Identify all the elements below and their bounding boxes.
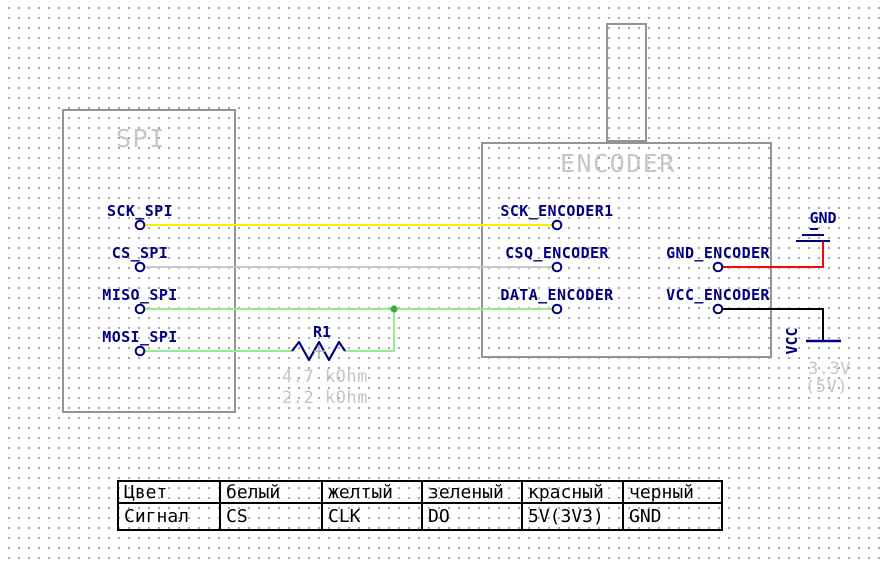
- pin-label-data-encoder: DATA_ENCODER: [500, 286, 614, 304]
- pin-cs-spi[interactable]: [134, 261, 146, 273]
- vcc-voltage-primary: 3.3V: [808, 359, 851, 379]
- resistor-ref: R1: [312, 323, 332, 341]
- table-cell: GND: [629, 506, 662, 527]
- table-cell: CS: [221, 504, 323, 529]
- pin-label-gnd-encoder: GND_ENCODER: [666, 244, 770, 262]
- vcc-symbol-label: VCC: [783, 327, 801, 355]
- resistor-body[interactable]: [291, 340, 346, 362]
- pin-label-csq-encoder: CSQ_ENCODER: [505, 244, 609, 262]
- gnd-symbol-label: GND: [809, 209, 837, 227]
- pin-vcc-encoder[interactable]: [712, 303, 724, 315]
- pin-label-sck-encoder1: SCK_ENCODER1: [500, 202, 614, 220]
- pin-mosi-spi[interactable]: [134, 345, 146, 357]
- spi-block-title: SPI: [116, 124, 166, 153]
- table-cell: красный: [523, 482, 624, 504]
- pin-label-cs-spi: CS_SPI: [111, 244, 169, 262]
- table-cell: CLK: [323, 504, 423, 529]
- pin-label-sck-spi: SCK_SPI: [106, 202, 173, 220]
- table-cell: белый: [221, 482, 323, 504]
- table-cell: черный: [624, 482, 721, 504]
- encoder-block-title: ENCODER: [560, 149, 676, 178]
- wire-gnd[interactable]: [722, 241, 824, 268]
- pin-label-vcc-encoder: VCC_ENCODER: [666, 286, 770, 304]
- table-cell: DO: [423, 504, 523, 529]
- vcc-voltage-alt: (5V): [805, 377, 848, 397]
- pin-sck-spi[interactable]: [134, 219, 146, 231]
- resistor-value-2: 2.2 kOhm: [282, 388, 368, 408]
- table-cell: зеленый: [423, 482, 523, 504]
- spi-block-outline[interactable]: [62, 109, 236, 413]
- wire-junction-dot[interactable]: [390, 305, 398, 313]
- table-cell: Цвет: [119, 482, 221, 504]
- pin-label-mosi-spi: MOSI_SPI: [102, 328, 178, 346]
- table-cell: 5V(3V3): [523, 504, 624, 529]
- pin-gnd-encoder[interactable]: [712, 261, 724, 273]
- wire-color-table: Цвет белый желтый зеленый красный черный…: [117, 480, 723, 531]
- wire-vcc[interactable]: [722, 308, 824, 341]
- pin-csq-encoder[interactable]: [551, 261, 563, 273]
- pin-sck-encoder1[interactable]: [551, 219, 563, 231]
- table-cell: желтый: [323, 482, 423, 504]
- pin-data-encoder[interactable]: [551, 303, 563, 315]
- connector-stub-outline[interactable]: [606, 23, 647, 142]
- resistor-value-1: 4.7 kOhm: [282, 367, 368, 387]
- table-cell: Сигнал: [119, 504, 221, 529]
- encoder-block-outline[interactable]: [481, 142, 772, 358]
- wire-resistor-to-junction[interactable]: [345, 309, 395, 352]
- pin-label-miso-spi: MISO_SPI: [102, 286, 178, 304]
- pin-miso-spi[interactable]: [134, 303, 146, 315]
